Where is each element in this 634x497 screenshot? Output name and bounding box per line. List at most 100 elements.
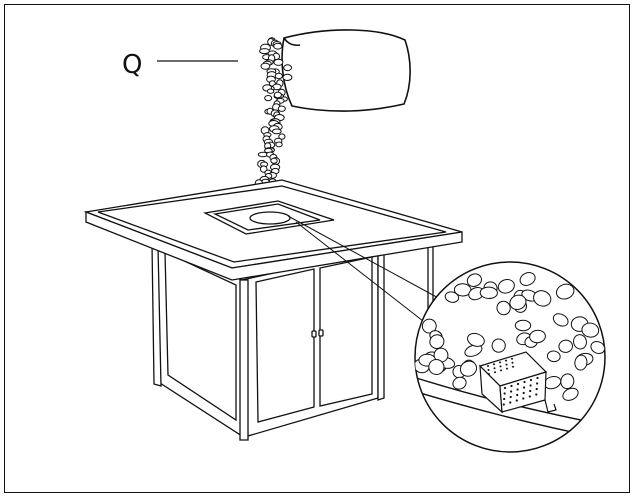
zoom-leader-lines <box>287 215 443 329</box>
burner-hole <box>500 369 502 372</box>
lava-rock <box>514 319 532 332</box>
burner-hole <box>511 357 513 360</box>
lava-rock <box>270 157 278 164</box>
burner-hole <box>536 382 539 385</box>
burner-hole <box>503 386 507 390</box>
zoom-lava-rocks <box>415 272 605 401</box>
burner-hole <box>515 399 518 402</box>
lava-rock <box>574 354 588 371</box>
lava-rock <box>421 318 437 334</box>
burner-hole <box>522 391 525 395</box>
burner-hole <box>488 373 490 375</box>
lava-rock-bag-icon <box>281 29 411 112</box>
table-top-inner-border <box>97 185 447 263</box>
burner-hole <box>505 359 507 362</box>
lava-rock <box>274 72 283 80</box>
lava-rock <box>264 95 273 102</box>
lava-rock <box>273 58 284 66</box>
burner-hole <box>529 378 533 382</box>
burner-hole <box>499 365 502 368</box>
lava-rock <box>555 283 575 300</box>
lava-rock <box>533 290 552 307</box>
burner-hole <box>536 376 539 380</box>
burner-hole <box>523 380 526 384</box>
lava-rock <box>558 339 573 353</box>
burner-hole <box>535 387 538 391</box>
lava-rock <box>271 128 282 135</box>
burner-hole <box>511 361 514 364</box>
door-handle-left <box>311 330 317 338</box>
cabinet-right-edge <box>377 247 385 401</box>
lava-rock <box>266 88 275 94</box>
lava-rock <box>581 322 600 338</box>
burner-hole <box>522 397 525 400</box>
burner-hole <box>502 403 505 406</box>
lava-rock <box>275 141 283 148</box>
burner-hole <box>503 392 506 395</box>
lava-rock <box>529 329 546 344</box>
burner-hole <box>523 386 526 389</box>
burner-hole <box>506 367 508 370</box>
lava-rock <box>552 313 569 327</box>
burner-hole <box>516 388 519 391</box>
lava-rock <box>273 91 282 99</box>
lava-rock <box>562 387 579 401</box>
burner-hole <box>535 393 538 396</box>
lava-rock <box>282 73 293 82</box>
lava-rock <box>428 358 445 376</box>
lava-rock <box>283 64 293 72</box>
burner-hole <box>516 382 520 386</box>
lava-rock <box>444 291 460 303</box>
burner-hole <box>509 401 512 404</box>
burner-hole <box>503 397 506 401</box>
lava-rock <box>467 332 485 347</box>
burner-hole <box>494 371 496 374</box>
burner-hole <box>499 361 501 364</box>
table-top-edge <box>85 211 463 281</box>
lava-rock <box>277 105 286 112</box>
lava-rock <box>509 294 527 310</box>
lava-rock <box>497 279 515 294</box>
cabinet-left-panel <box>164 250 237 422</box>
door-handle-right <box>318 329 324 337</box>
lava-rock <box>429 334 445 349</box>
lava-rock <box>260 62 271 70</box>
lava-rock <box>459 360 478 377</box>
lava-rock <box>273 42 283 50</box>
burner-hole <box>510 390 513 393</box>
lava-rock <box>479 286 498 300</box>
burner-hole <box>516 393 519 397</box>
burner-hole <box>512 365 514 368</box>
lava-rock <box>546 350 561 363</box>
burner-hole <box>529 384 532 387</box>
burner-opening <box>202 200 335 235</box>
lava-rock <box>466 273 482 287</box>
burner-hole <box>487 365 489 367</box>
page-frame <box>4 4 630 493</box>
cabinet-door-right <box>319 256 373 407</box>
lava-rock <box>496 300 511 316</box>
burner-box-icon <box>478 351 557 414</box>
burner-hole <box>510 384 513 388</box>
callout-letter: Q <box>122 50 142 80</box>
burner-hole <box>493 363 495 366</box>
burner-ring <box>249 211 291 225</box>
fire-pit-table-icon <box>83 179 463 441</box>
burner-opening-inner <box>212 203 321 231</box>
callout-label: Q <box>122 50 238 80</box>
burner-hole <box>505 363 508 366</box>
lava-rock <box>452 376 467 390</box>
cabinet-door-left <box>255 268 315 423</box>
table-leg-front-left <box>239 279 249 441</box>
lava-rock <box>573 334 587 350</box>
lava-rock <box>491 338 506 353</box>
lava-rock <box>464 344 483 357</box>
lava-rock <box>519 272 536 286</box>
burner-hole <box>529 389 532 393</box>
burner-hole <box>509 395 512 399</box>
burner-hole <box>493 367 496 370</box>
burner-hole <box>528 395 531 398</box>
zoom-detail-icon <box>414 261 606 453</box>
burner-hole <box>487 369 490 371</box>
